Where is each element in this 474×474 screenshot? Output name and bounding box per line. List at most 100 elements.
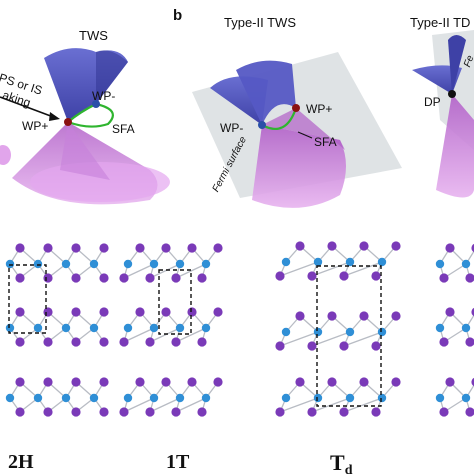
chalcogen-atom [135,307,145,317]
metal-atom [149,393,159,403]
chalcogen-atom [99,407,109,417]
metal-atom [5,393,15,403]
panel-a-wp-minus-label: WP- [92,89,115,103]
panel-a-sfa-label: SFA [112,122,135,136]
td-dirac-point [448,90,456,98]
chalcogen-atom [391,311,401,321]
chalcogen-atom [359,311,369,321]
chalcogen-atom [197,407,207,417]
td-lower-cone [436,94,474,198]
chalcogen-atom [213,307,223,317]
metal-atom [435,323,445,333]
metal-atom [149,323,159,333]
bond [149,327,181,343]
chalcogen-atom [15,307,25,317]
bond [279,397,319,413]
bond [175,397,207,413]
metal-atom [149,259,159,269]
metal-atom [89,393,99,403]
type2-tws-wp-minus-label: WP- [220,121,243,135]
metal-atom [313,393,323,403]
metal-atom [201,393,211,403]
type2-tws-sfa-arc [261,107,298,130]
metal-atom [377,257,387,267]
chalcogen-atom [445,377,455,387]
chalcogen-atom [43,337,53,347]
metal-atom [461,259,471,269]
chalcogen-atom [43,377,53,387]
chalcogen-atom [439,337,449,347]
panel-a: TWS WP- WP+ SFA PS or IS aking [0,28,170,205]
chalcogen-atom [135,377,145,387]
chalcogen-atom [465,273,474,283]
chalcogen-atom [391,377,401,387]
chalcogen-atom [145,407,155,417]
chalcogen-atom [295,241,305,251]
unit-cell-td [316,265,382,407]
chalcogen-atom [15,243,25,253]
panel-a-weyl-minus-point [92,100,100,108]
chalcogen-atom [187,377,197,387]
metal-atom [123,323,133,333]
unit-cell-2h [8,264,47,334]
chalcogen-atom [359,377,369,387]
metal-atom [345,257,355,267]
type2-tws-weyl-plus-point [292,104,300,112]
chalcogen-atom [275,271,285,281]
type2-tws-wp-plus-label: WP+ [306,102,332,116]
bond [311,261,351,277]
chalcogen-atom [339,341,349,351]
chalcogen-atom [439,273,449,283]
chalcogen-atom [275,407,285,417]
chalcogen-atom [465,407,474,417]
type2-tws-lower-cone [252,125,346,208]
metal-atom [201,323,211,333]
chalcogen-atom [187,307,197,317]
metal-atom [61,393,71,403]
chalcogen-atom [339,407,349,417]
chalcogen-atom [71,377,81,387]
chalcogen-atom [275,341,285,351]
chalcogen-atom [71,273,81,283]
metal-atom [33,393,43,403]
chalcogen-atom [171,337,181,347]
panel-a-weyl-plus-point [64,118,72,126]
chalcogen-atom [339,271,349,281]
bond [123,397,155,413]
chalcogen-atom [15,377,25,387]
unit-cell-1t [158,269,192,335]
crystal-structures [5,241,474,417]
phase-1t-label: 1T [166,451,190,473]
panel-a-cone-base [30,162,170,202]
chalcogen-atom [171,273,181,283]
metal-atom [313,327,323,337]
chalcogen-atom [371,407,381,417]
metal-atom [201,259,211,269]
metal-atom [123,393,133,403]
bond [343,397,383,413]
metal-atom [5,259,15,269]
chalcogen-atom [359,241,369,251]
chalcogen-atom [307,407,317,417]
metal-atom [461,393,471,403]
metal-atom [123,259,133,269]
bond [149,263,181,279]
chalcogen-atom [187,243,197,253]
chalcogen-atom [71,337,81,347]
metal-atom [281,393,291,403]
chalcogen-atom [327,377,337,387]
chalcogen-atom [471,307,474,317]
type2-tws-sfa-label: SFA [314,135,337,149]
type2-tws-title: Type-II TWS [224,15,296,30]
chalcogen-atom [307,271,317,281]
metal-atom [435,259,445,269]
bond [175,263,207,279]
chalcogen-atom [71,243,81,253]
chalcogen-atom [445,307,455,317]
metal-atom [5,323,15,333]
bond [175,327,207,343]
bond [123,327,155,343]
bond [123,263,155,279]
metal-atom [345,393,355,403]
phase-td-main: T [330,450,345,474]
